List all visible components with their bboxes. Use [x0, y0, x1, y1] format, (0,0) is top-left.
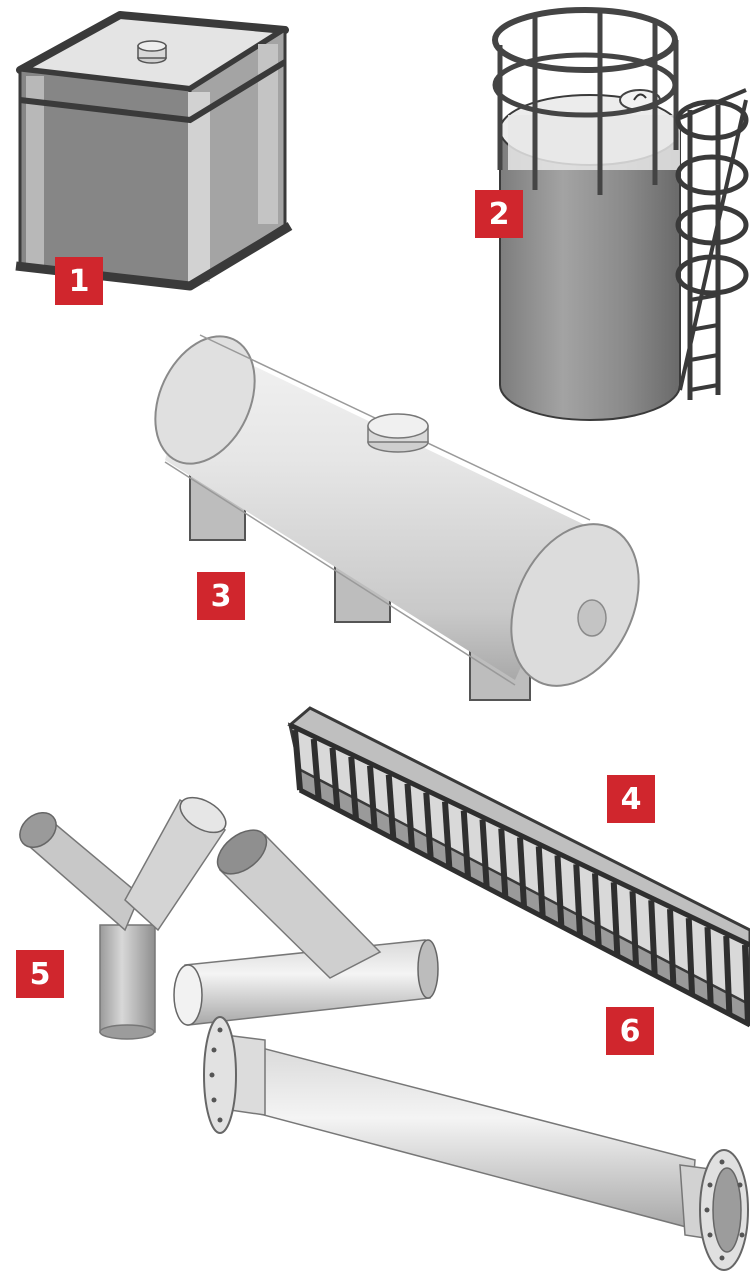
trough-rib	[742, 944, 750, 1024]
pipe-fittings-icon	[19, 796, 439, 1040]
badge-label: 2	[488, 196, 510, 232]
trough-rib	[367, 765, 378, 830]
trough-rib	[479, 819, 490, 888]
trough-rib	[592, 873, 602, 946]
badge-2: 2	[475, 190, 523, 238]
trough-rib	[704, 926, 714, 1004]
trough-rib	[423, 792, 434, 859]
trough-rib	[535, 846, 546, 917]
badge-label: 3	[210, 578, 232, 614]
trough-rib	[498, 828, 509, 897]
open-channel-trough-icon	[287, 706, 750, 1028]
badge-label: 6	[619, 1013, 641, 1049]
trough-rib	[460, 810, 471, 878]
vertical-cylindrical-tank-icon	[492, 7, 749, 421]
trough-rib	[385, 774, 397, 839]
trough-rib	[329, 747, 341, 810]
badge-6: 6	[606, 1007, 654, 1055]
trough-rib	[573, 864, 583, 936]
badge-1: 1	[55, 257, 103, 305]
trough-rib	[292, 729, 303, 791]
trough-rib	[517, 837, 527, 907]
badge-5: 5	[16, 950, 64, 998]
trough-rib	[629, 891, 639, 965]
trough-rib	[442, 801, 453, 868]
trough-rib	[348, 756, 359, 820]
trough-rib	[685, 917, 695, 995]
badge-label: 4	[620, 781, 642, 817]
trough-rib	[610, 882, 621, 956]
trough-rib	[554, 855, 565, 927]
trough-rib	[310, 738, 322, 800]
horizontal-cylindrical-tank-icon	[154, 334, 640, 701]
rectangular-tank-icon	[15, 11, 293, 291]
badge-label: 1	[68, 263, 90, 299]
trough-rib	[667, 909, 677, 985]
flanged-pipe-spool-icon	[203, 1016, 749, 1271]
trough-rib	[723, 935, 733, 1014]
badge-4: 4	[607, 775, 655, 823]
trough-rib	[648, 900, 658, 975]
trough-rib	[404, 783, 415, 849]
badge-3: 3	[197, 572, 245, 620]
badge-label: 5	[29, 956, 51, 992]
